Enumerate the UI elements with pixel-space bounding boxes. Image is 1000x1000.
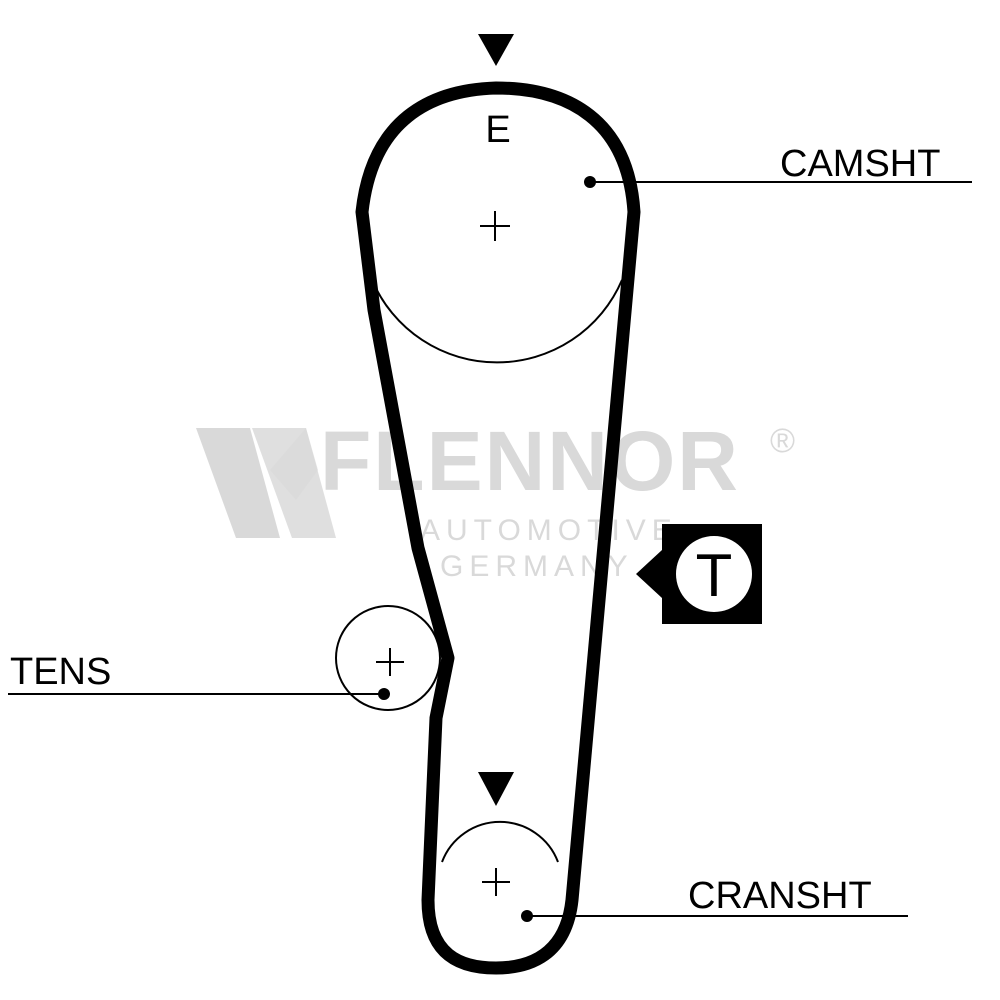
- crankshaft-label: CRANSHT: [688, 875, 872, 917]
- flennor-logo-icon: [196, 428, 336, 538]
- camshaft-label: CAMSHT: [780, 143, 940, 185]
- camshaft-sprocket-inner-arc: [371, 279, 623, 364]
- tension-side-marker: T: [636, 524, 762, 624]
- watermark-registered: ®: [770, 422, 795, 460]
- tensioner-pulley: [335, 605, 441, 711]
- flennor-watermark: FLENNOR ® AUTOMOTIVE GERMANY: [196, 414, 795, 583]
- crankshaft-center-mark: [482, 868, 510, 896]
- camshaft-mark-letter: E: [485, 109, 510, 151]
- tensioner-center-mark: [376, 648, 404, 676]
- watermark-brand: FLENNOR: [320, 414, 740, 508]
- tensioner-label: TENS: [10, 651, 111, 693]
- camshaft-timing-arrow-icon: [478, 34, 514, 66]
- crankshaft-timing-arrow-icon: [478, 772, 514, 806]
- camshaft-center-mark: [480, 211, 510, 241]
- tension-marker-letter: T: [696, 542, 733, 609]
- timing-belt: [355, 81, 641, 975]
- watermark-line1: AUTOMOTIVE: [420, 514, 678, 547]
- tension-marker-circle: [676, 536, 752, 612]
- crankshaft-sprocket-inner-arc: [441, 820, 559, 863]
